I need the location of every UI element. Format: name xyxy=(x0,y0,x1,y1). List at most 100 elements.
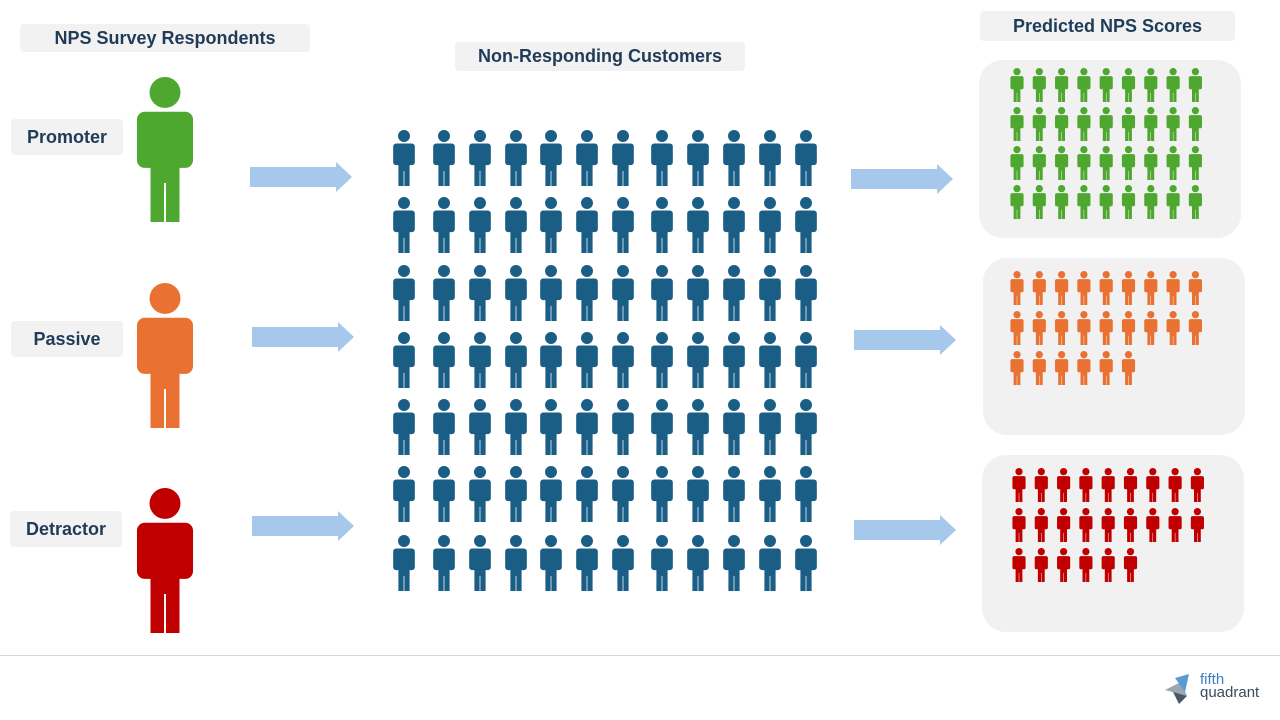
predicted-detractor-person-icon xyxy=(1012,468,1026,502)
non-responding-person-icon xyxy=(795,535,817,591)
non-responding-person-icon xyxy=(433,332,455,388)
predicted-promoter-person-icon xyxy=(1121,146,1136,180)
predicted-promoter-person-icon xyxy=(1099,146,1113,180)
predicted-promoter-person-icon xyxy=(1077,146,1091,180)
non-responding-person-icon xyxy=(651,466,673,522)
predicted-promoter-person-icon xyxy=(1166,146,1180,180)
passive-input-arrow-icon xyxy=(252,322,354,352)
non-responding-person-icon xyxy=(612,197,634,253)
non-responding-person-icon xyxy=(687,332,709,388)
predicted-promoter-person-icon xyxy=(1099,185,1113,219)
predicted-passive-person-icon xyxy=(1010,311,1024,345)
non-responding-person-icon xyxy=(540,535,562,591)
predicted-promoter-person-icon xyxy=(1032,185,1046,219)
non-responding-person-icon xyxy=(759,130,781,186)
predicted-detractor-person-icon xyxy=(1123,508,1138,542)
non-responding-person-icon xyxy=(433,535,455,591)
non-responding-person-icon xyxy=(393,466,415,522)
predicted-detractor-person-icon xyxy=(1034,468,1048,502)
non-responding-person-icon xyxy=(795,399,817,455)
predicted-promoter-person-icon xyxy=(1077,107,1091,141)
predicted-header: Predicted NPS Scores xyxy=(980,11,1235,41)
predicted-passive-person-icon xyxy=(1144,311,1158,345)
non-responding-person-icon xyxy=(505,265,527,321)
predicted-detractor-person-icon xyxy=(1034,508,1048,542)
predicted-passive-person-icon xyxy=(1121,351,1136,385)
predicted-passive-person-icon xyxy=(1055,271,1069,305)
predicted-detractor-person-icon xyxy=(1034,548,1048,582)
non-responding-person-icon xyxy=(540,332,562,388)
passive-label: Passive xyxy=(11,321,123,357)
non-responding-person-icon xyxy=(469,332,491,388)
predicted-passive-person-icon xyxy=(1077,271,1091,305)
non-responding-person-icon xyxy=(393,535,415,591)
predicted-detractor-person-icon xyxy=(1057,508,1071,542)
non-responding-person-icon xyxy=(433,197,455,253)
non-responding-person-icon xyxy=(651,332,673,388)
predicted-promoter-person-icon xyxy=(1166,185,1180,219)
predicted-promoter-person-icon xyxy=(1188,146,1202,180)
predicted-passive-person-icon xyxy=(1032,311,1046,345)
predicted-promoter-person-icon xyxy=(1121,107,1136,141)
predicted-passive-person-icon xyxy=(1032,271,1046,305)
non-responding-person-icon xyxy=(687,130,709,186)
non-responding-person-icon xyxy=(612,332,634,388)
non-responding-person-icon xyxy=(540,265,562,321)
non-responding-person-icon xyxy=(651,535,673,591)
predicted-passive-person-icon xyxy=(1010,351,1024,385)
predicted-passive-person-icon xyxy=(1188,271,1202,305)
non-responding-person-icon xyxy=(505,197,527,253)
non-responding-person-icon xyxy=(393,265,415,321)
footer-divider xyxy=(0,655,1280,656)
predicted-passive-person-icon xyxy=(1032,351,1046,385)
non-responding-person-icon xyxy=(759,197,781,253)
predicted-promoter-person-icon xyxy=(1055,146,1069,180)
predicted-promoter-person-icon xyxy=(1188,68,1202,102)
predicted-promoter-person-icon xyxy=(1032,68,1046,102)
non-responding-person-icon xyxy=(651,130,673,186)
predicted-detractor-person-icon xyxy=(1168,468,1182,502)
predicted-promoter-person-icon xyxy=(1010,146,1024,180)
non-responding-person-icon xyxy=(540,466,562,522)
passive-output-arrow-icon xyxy=(854,325,956,355)
passive-person-icon xyxy=(136,283,194,428)
predicted-passive-person-icon xyxy=(1121,271,1136,305)
logo-text-line2: quadrant xyxy=(1200,684,1260,701)
predicted-promoter-person-icon xyxy=(1055,68,1069,102)
non-responding-person-icon xyxy=(723,535,745,591)
non-responding-person-icon xyxy=(723,399,745,455)
non-responding-person-icon xyxy=(723,332,745,388)
non-responding-header: Non-Responding Customers xyxy=(455,42,745,71)
predicted-detractor-person-icon xyxy=(1079,468,1093,502)
promoter-person-icon xyxy=(136,77,194,222)
non-responding-person-icon xyxy=(505,399,527,455)
non-responding-person-icon xyxy=(576,466,598,522)
non-responding-person-icon xyxy=(759,535,781,591)
non-responding-person-icon xyxy=(651,399,673,455)
predicted-detractor-person-icon xyxy=(1101,468,1115,502)
predicted-detractor-person-icon xyxy=(1101,508,1115,542)
predicted-detractor-person-icon xyxy=(1079,548,1093,582)
predicted-promoter-person-icon xyxy=(1010,185,1024,219)
predicted-passive-person-icon xyxy=(1188,311,1202,345)
predicted-promoter-person-icon xyxy=(1032,146,1046,180)
predicted-detractor-person-icon xyxy=(1012,508,1026,542)
non-responding-person-icon xyxy=(433,466,455,522)
predicted-promoter-person-icon xyxy=(1166,68,1180,102)
non-responding-person-icon xyxy=(469,130,491,186)
predicted-promoter-person-icon xyxy=(1099,68,1113,102)
predicted-promoter-person-icon xyxy=(1166,107,1180,141)
non-responding-person-icon xyxy=(795,197,817,253)
predicted-promoter-person-icon xyxy=(1144,185,1158,219)
predicted-detractor-person-icon xyxy=(1057,468,1071,502)
predicted-detractor-person-icon xyxy=(1146,468,1160,502)
non-responding-person-icon xyxy=(505,535,527,591)
predicted-passive-person-icon xyxy=(1166,311,1180,345)
detractor-input-arrow-icon xyxy=(252,511,354,541)
non-responding-person-icon xyxy=(687,466,709,522)
predicted-passive-person-icon xyxy=(1077,351,1091,385)
non-responding-person-icon xyxy=(723,130,745,186)
non-responding-person-icon xyxy=(393,130,415,186)
non-responding-person-icon xyxy=(795,130,817,186)
